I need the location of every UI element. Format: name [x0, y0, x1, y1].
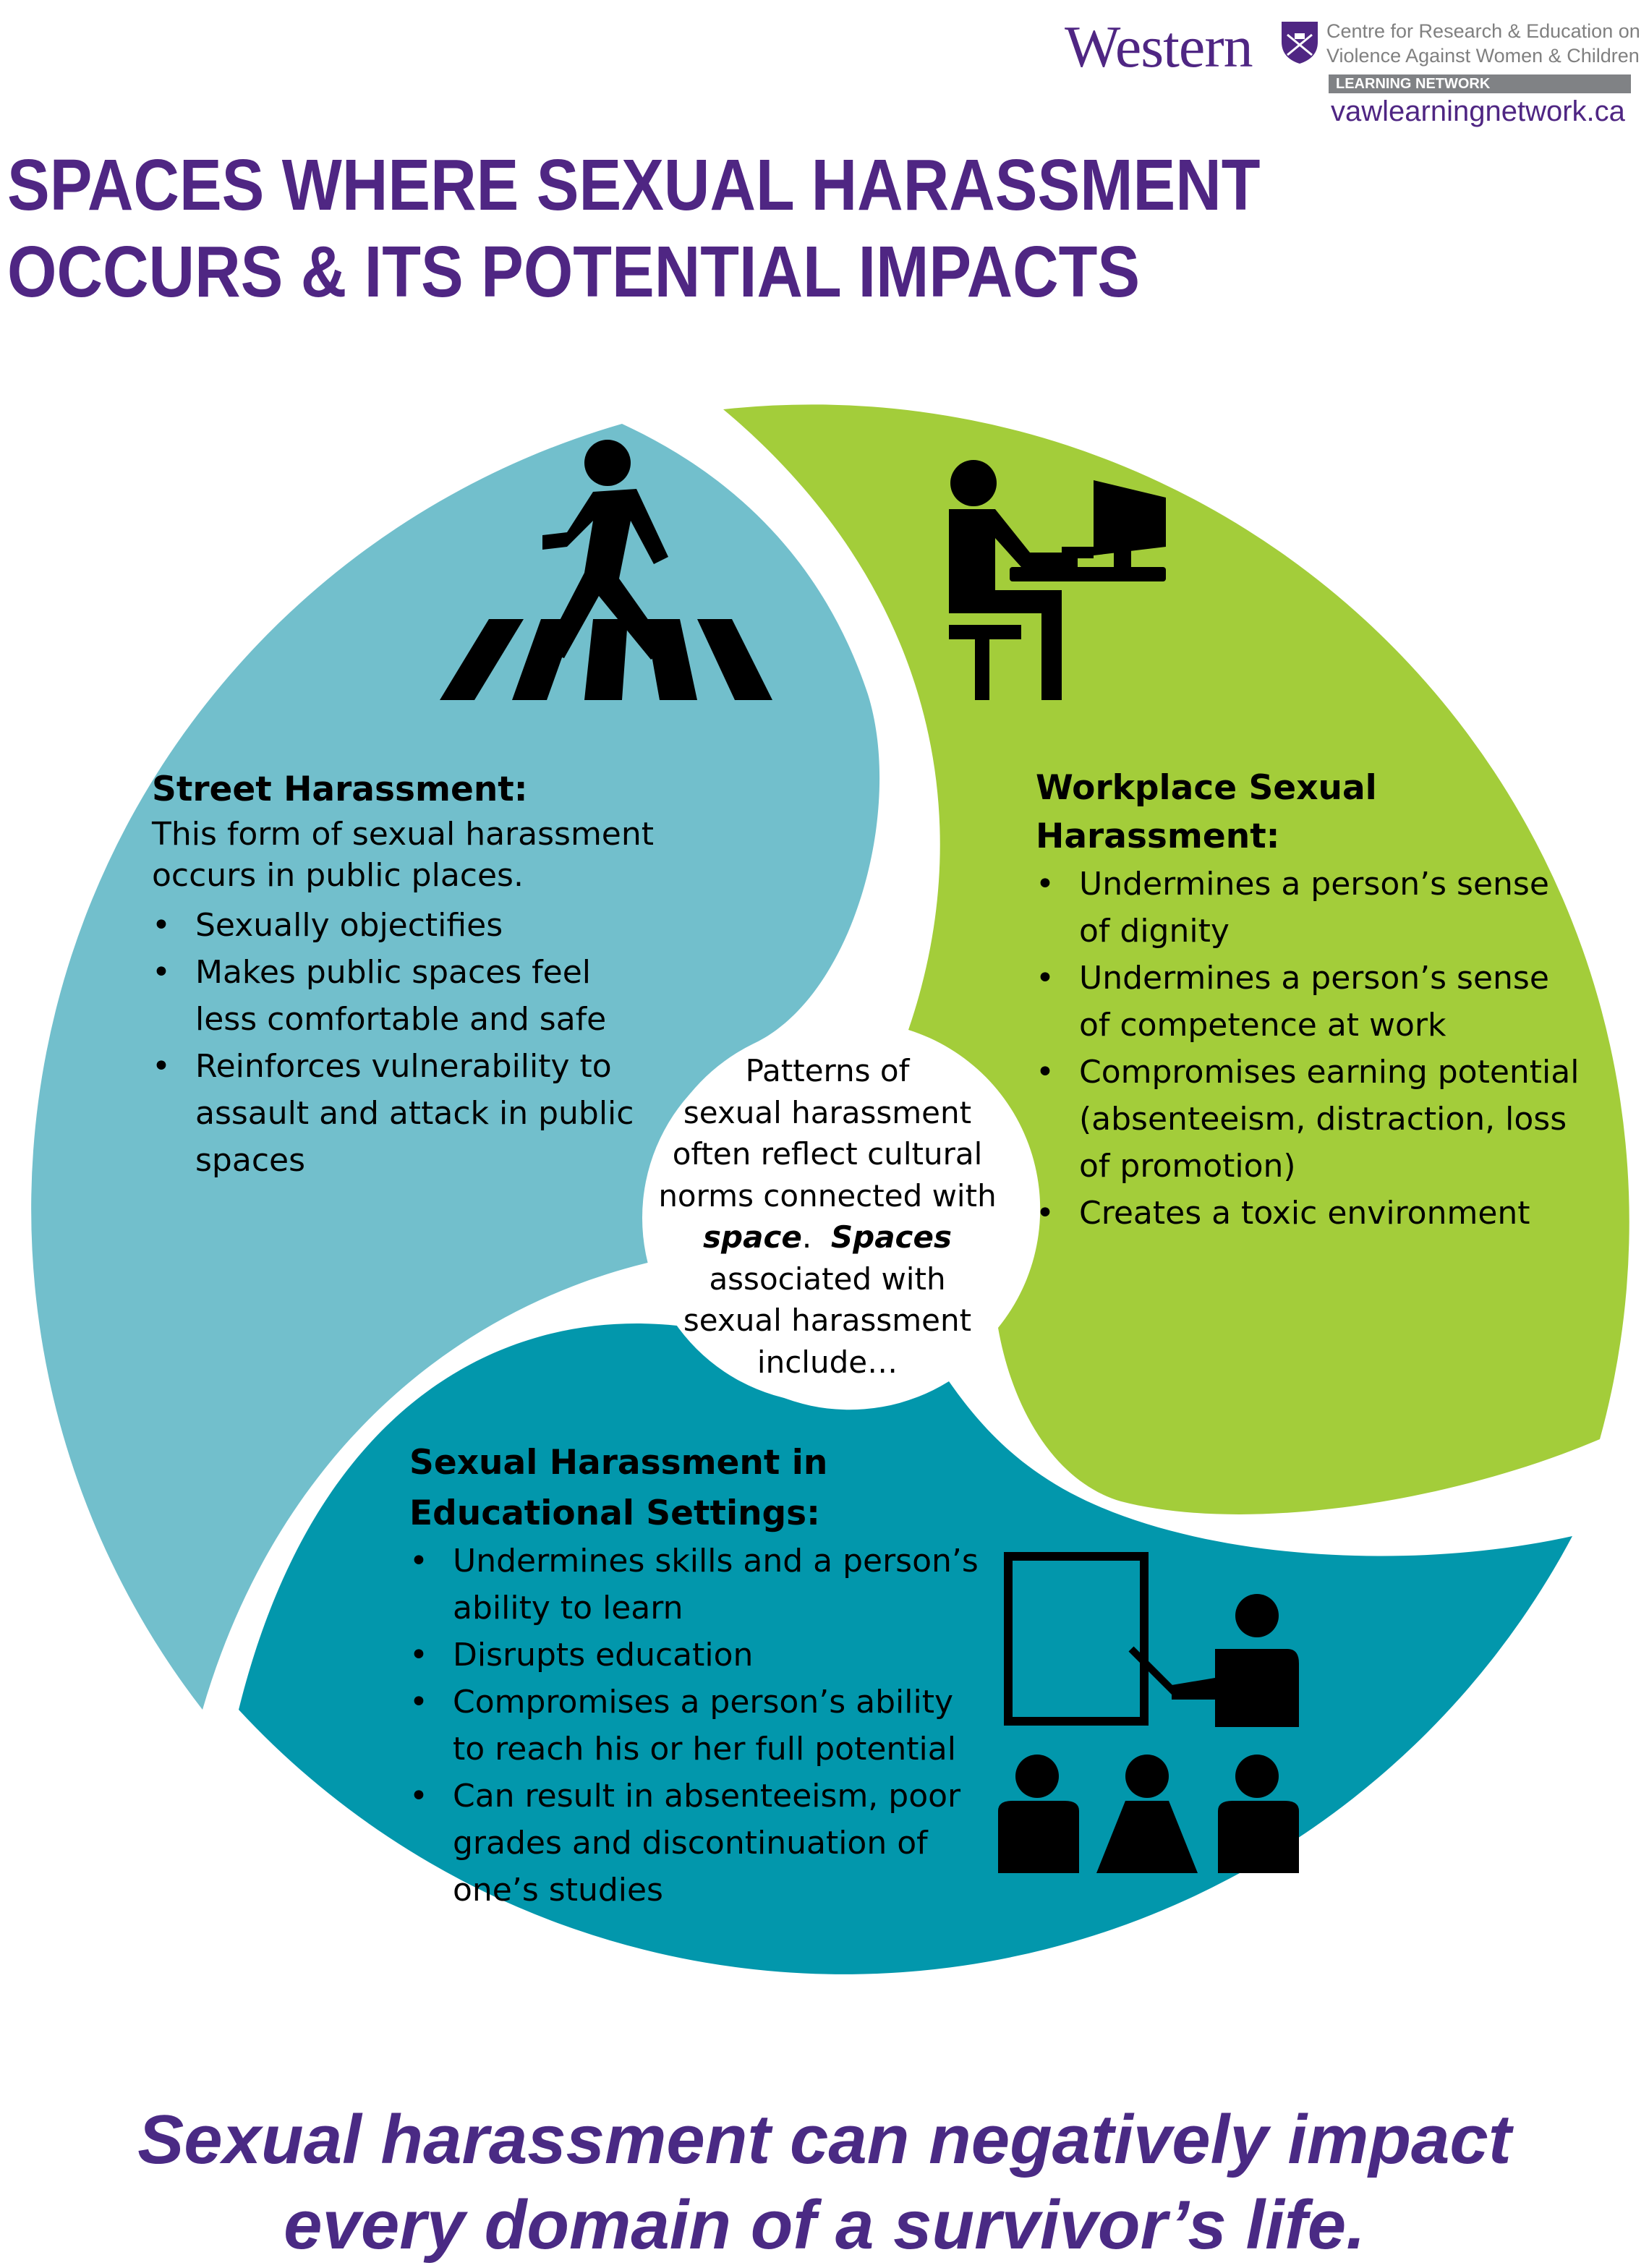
street-bullet: Makes public spaces feel less comfortabl…	[152, 949, 644, 1043]
workplace-bullet: Creates a toxic environment	[1036, 1190, 1585, 1237]
person-at-computer-icon	[949, 460, 1166, 700]
center-line: Patterns of	[745, 1053, 910, 1088]
street-harassment-section: Street Harassment: This form of sexual h…	[152, 765, 730, 1184]
workplace-heading-1: Workplace Sexual	[1036, 768, 1377, 808]
emphasis-spaces: Spaces	[830, 1219, 952, 1255]
street-heading: Street Harassment:	[152, 770, 528, 809]
street-intro-1: This form of sexual harassment	[152, 816, 655, 853]
education-bullet: Disrupts education	[409, 1632, 981, 1679]
emphasis-space: space	[703, 1219, 802, 1255]
center-circle	[642, 1033, 1013, 1403]
page-title: SPACES WHERE SEXUAL HARASSMENT OCCURS & …	[7, 142, 1261, 315]
website-url[interactable]: vawlearningnetwork.ca	[1331, 95, 1625, 127]
education-harassment-section: Sexual Harassment in Educational Setting…	[409, 1436, 988, 1914]
street-bullet: Reinforces vulnerability to assault and …	[152, 1043, 644, 1184]
workplace-heading-2: Harassment:	[1036, 817, 1280, 856]
workplace-bullet: Compromises earning potential (absenteei…	[1036, 1049, 1585, 1190]
education-heading-2: Educational Settings:	[409, 1493, 820, 1533]
title-line-2: OCCURS & ITS POTENTIAL IMPACTS	[7, 231, 1141, 312]
center-line: sexual harassment	[683, 1303, 972, 1338]
center-line: space. Spaces	[615, 1216, 1040, 1258]
center-line: sexual harassment	[683, 1094, 972, 1130]
centre-name: Centre for Research & Education on Viole…	[1326, 19, 1640, 68]
center-statement: Patterns of sexual harassment often refl…	[615, 1050, 1040, 1383]
teacher-classroom-icon	[998, 1552, 1299, 1873]
centre-line-1: Centre for Research & Education on	[1326, 20, 1640, 42]
learning-network-bar: LEARNING NETWORK	[1329, 74, 1631, 93]
center-line: include…	[757, 1344, 898, 1380]
education-bullet: Can result in absenteeism, poor grades a…	[409, 1773, 981, 1914]
footer-line-1: Sexual harassment can negatively impact	[137, 2101, 1512, 2178]
pedestrian-crosswalk-icon	[440, 440, 772, 700]
street-bullet: Sexually objectifies	[152, 902, 673, 949]
center-line: norms connected with	[658, 1177, 997, 1214]
center-line: often reflect cultural	[672, 1136, 983, 1172]
western-logo: Western	[1065, 14, 1253, 80]
centre-line-2: Violence Against Women & Children	[1326, 45, 1640, 67]
footer-line-2: every domain of a survivor’s life.	[284, 2186, 1365, 2264]
workplace-bullet: Undermines a person’s sense of competenc…	[1036, 955, 1556, 1049]
title-line-1: SPACES WHERE SEXUAL HARASSMENT	[7, 145, 1261, 226]
separator: .	[801, 1219, 831, 1255]
education-bullet: Undermines skills and a person’s ability…	[409, 1538, 988, 1632]
workplace-harassment-section: Workplace Sexual Harassment: Undermines …	[1036, 764, 1585, 1237]
education-heading-1: Sexual Harassment in	[409, 1443, 828, 1483]
street-intro-2: occurs in public places.	[152, 857, 524, 894]
center-line: associated with	[709, 1261, 946, 1297]
western-shield-icon	[1282, 22, 1318, 64]
education-bullet: Compromises a person’s ability to reach …	[409, 1679, 988, 1773]
workplace-bullet: Undermines a person’s sense of dignity	[1036, 861, 1556, 955]
footer-message: Sexual harassment can negatively impact …	[0, 2097, 1649, 2268]
